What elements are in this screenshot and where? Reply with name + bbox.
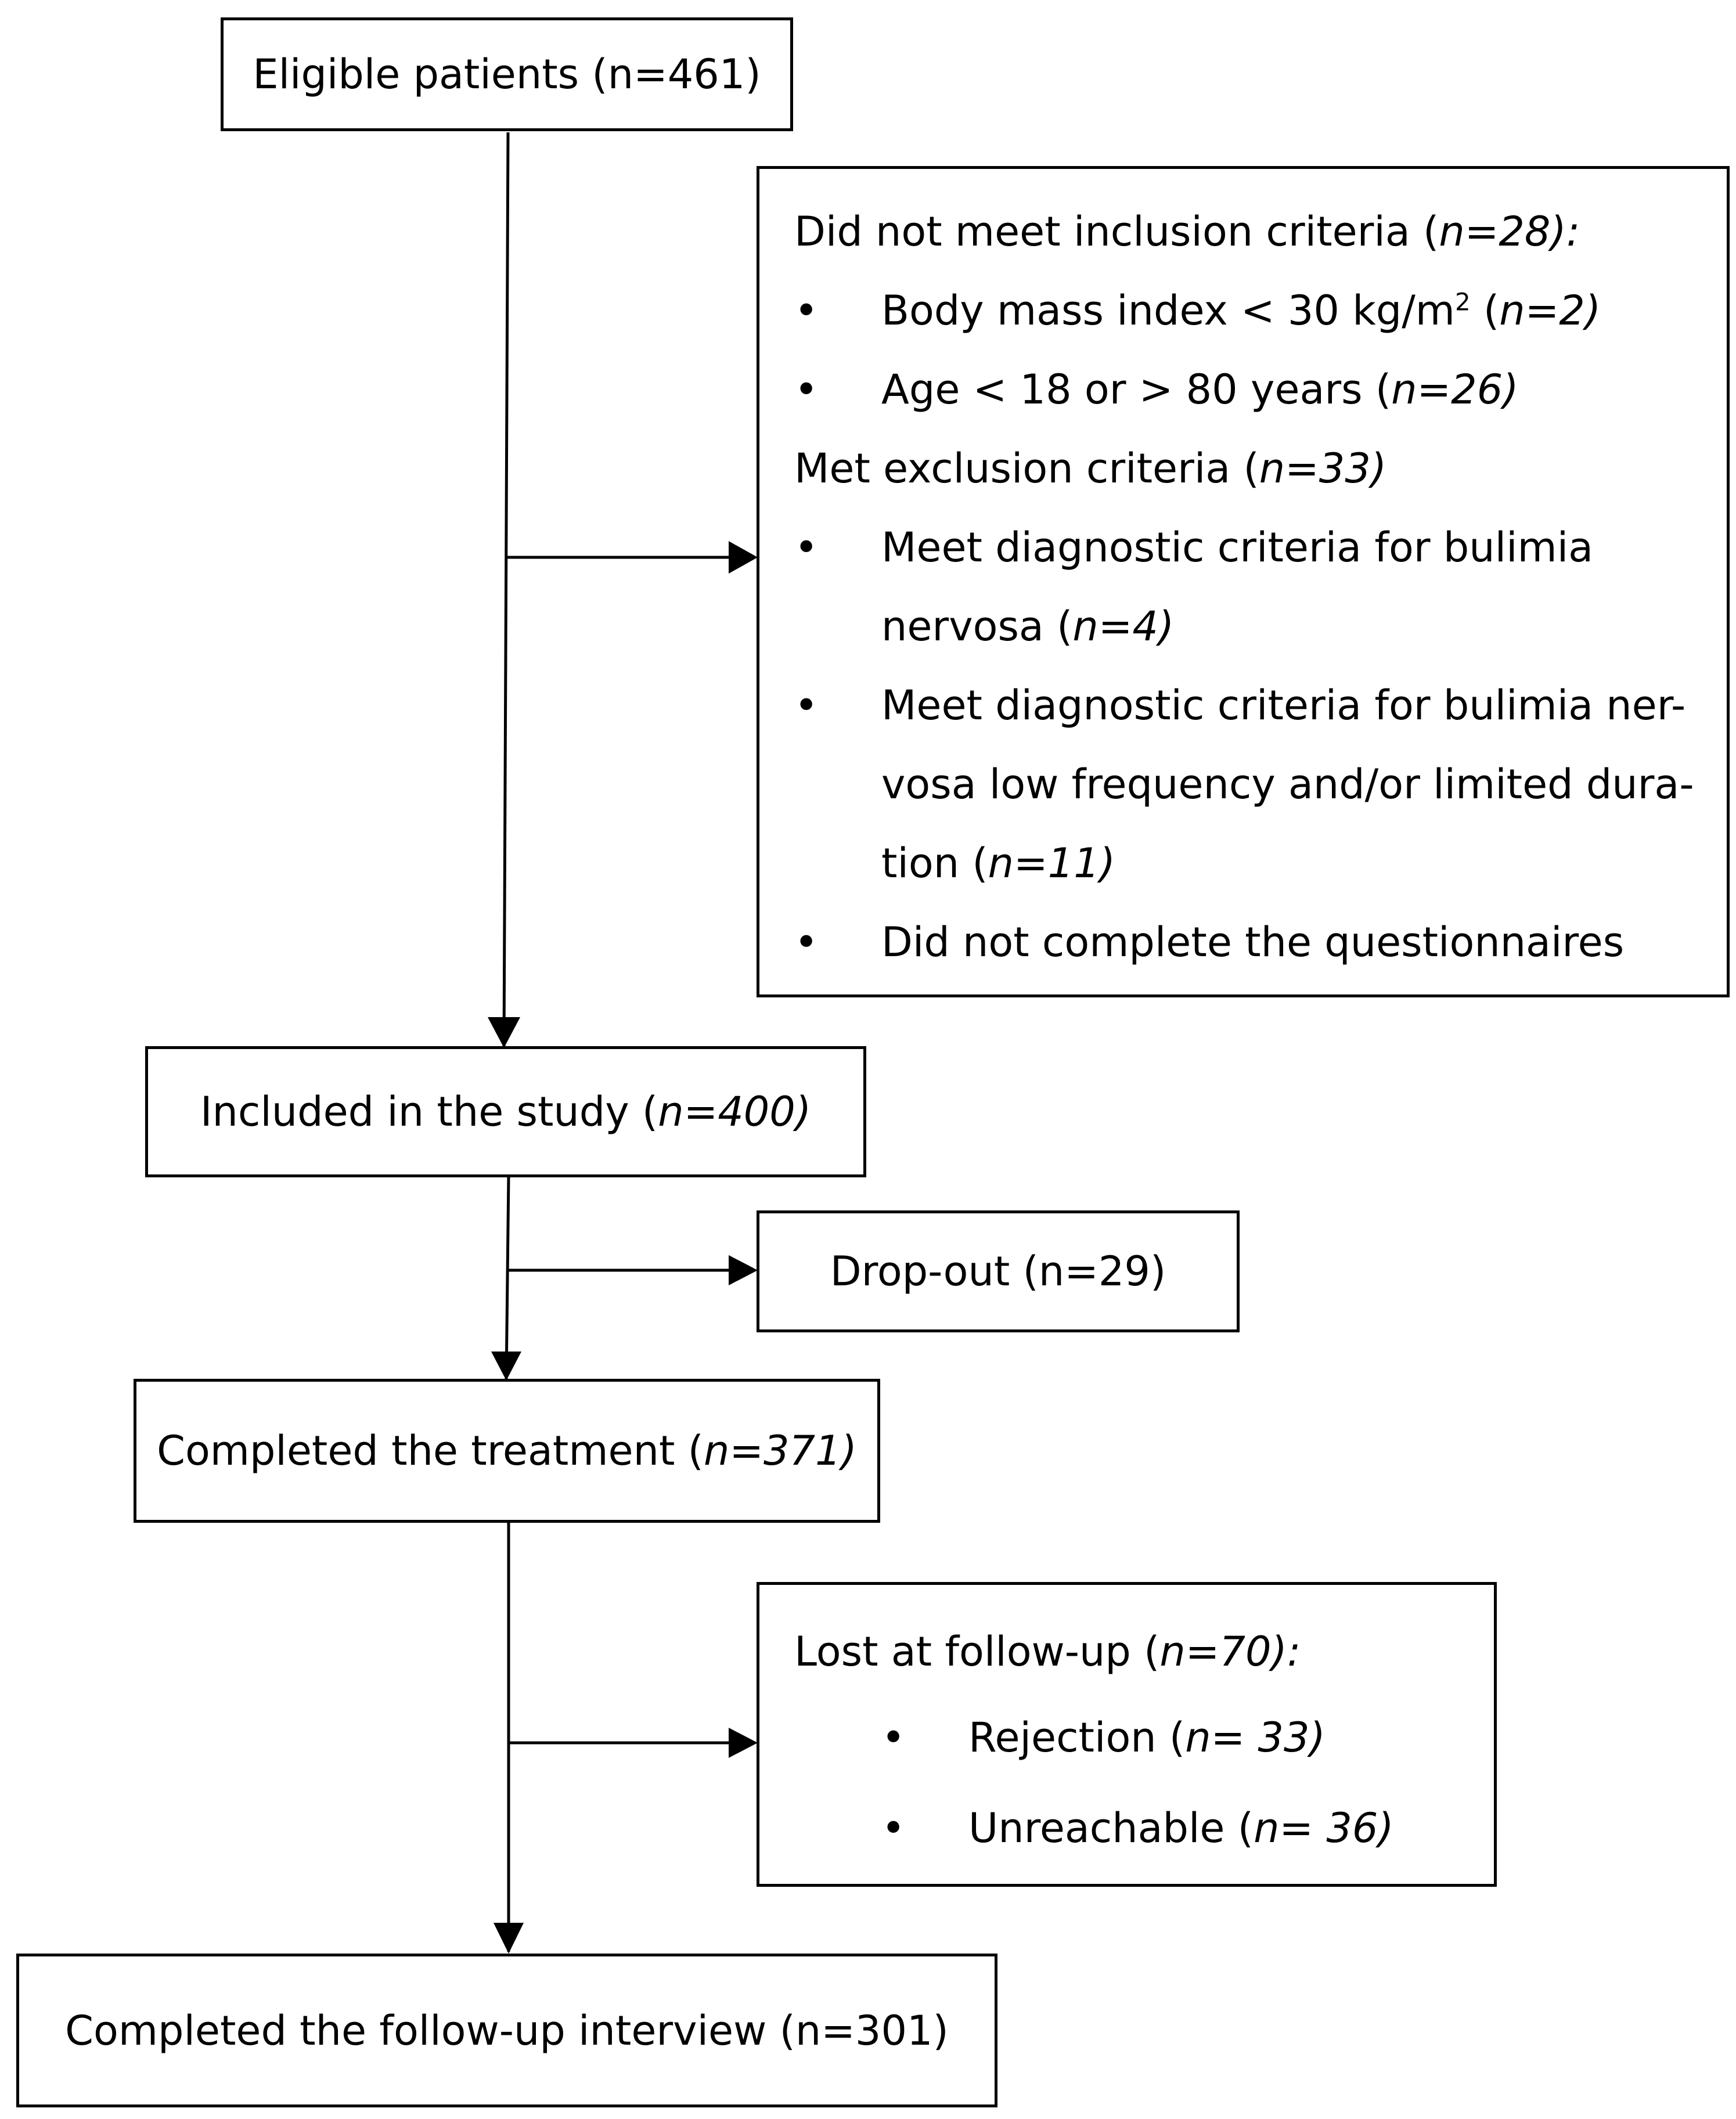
completed-treatment-box: Completed the treatment (n=371) (134, 1379, 880, 1523)
bullet-icon: • (794, 682, 819, 729)
arrowhead-completed (491, 1352, 521, 1381)
bulimia-low-frequency-item: • Meet diagnostic criteria for bulimia n… (794, 666, 1694, 903)
bullet-icon: • (794, 918, 819, 966)
eligible-patients-box: Eligible patients (n=461) (221, 17, 793, 131)
dropout-label: Drop-out (n=29) (830, 1248, 1166, 1295)
exclusions-box: Did not meet inclusion criteria (n=28): … (757, 166, 1730, 997)
bullet-icon: • (881, 1714, 906, 1761)
arrowhead-followup (494, 1923, 524, 1954)
arrowhead-exclusions (729, 541, 758, 574)
arrow-included-to-completed (505, 1175, 510, 1379)
lost-followup-box: Lost at follow-up (n=70): • Rejection (n… (757, 1582, 1497, 1887)
questionnaires-item: • Did not complete the questionnaires (794, 903, 1692, 982)
bullet-icon: • (794, 524, 819, 571)
bullet-icon: • (794, 366, 819, 413)
bulimia-item: • Meet diagnostic criteria for bulimia n… (794, 508, 1692, 666)
eligible-patients-label: Eligible patients (n=461) (253, 51, 761, 98)
lost-followup-heading: Lost at follow-up (n=70): (794, 1628, 1301, 1675)
bullet-icon: • (881, 1804, 906, 1852)
inclusion-criteria-heading: Did not meet inclusion criteria (n=28): (794, 208, 1580, 255)
age-item: • Age < 18 or > 80 years (n=26) (794, 350, 1692, 429)
arrowhead-dropout (729, 1255, 758, 1285)
completed-followup-box: Completed the follow-up interview (n=301… (16, 1954, 997, 2107)
included-label: Included in the study (n=400) (200, 1088, 812, 1136)
rejection-item: • Rejection (n= 33) (794, 1692, 1459, 1783)
bullet-icon: • (794, 287, 819, 334)
completed-treatment-label: Completed the treatment (n=371) (157, 1427, 857, 1475)
arrow-eligible-to-included (502, 132, 510, 1047)
completed-followup-label: Completed the follow-up interview (n=301… (65, 2006, 949, 2055)
exclusion-criteria-heading: Met exclusion criteria (n=33) (794, 445, 1387, 492)
arrowhead-lost (729, 1728, 758, 1758)
unreachable-item: • Unreachable (n= 36) (794, 1783, 1459, 1873)
bmi-item: • Body mass index < 30 kg/m2 (n=2) (794, 271, 1692, 350)
included-box: Included in the study (n=400) (145, 1046, 866, 1177)
arrowhead-included (488, 1017, 520, 1048)
dropout-box: Drop-out (n=29) (757, 1210, 1240, 1332)
